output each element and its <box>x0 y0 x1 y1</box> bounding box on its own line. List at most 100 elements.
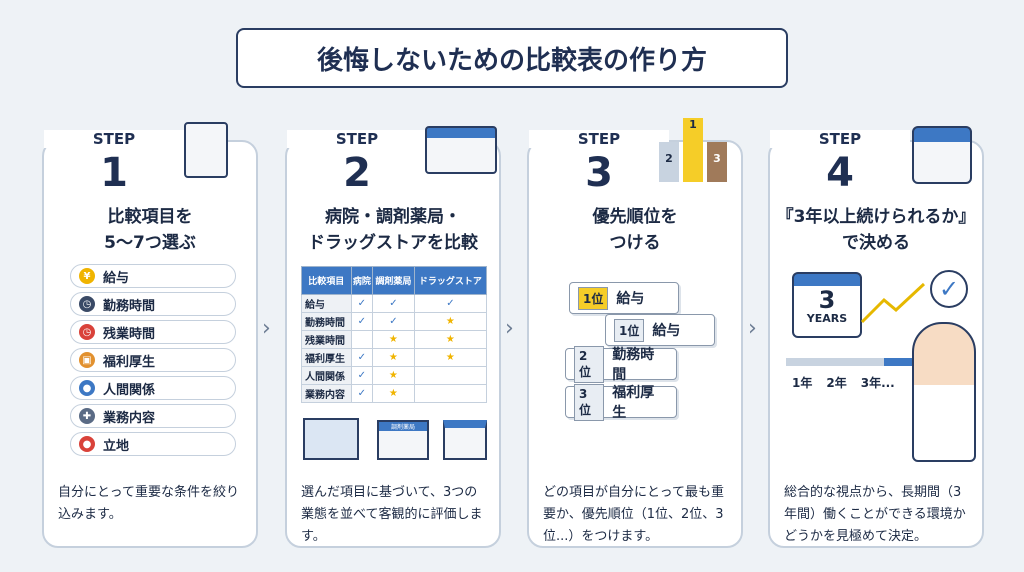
table-row: 勤務時間✓✓★ <box>301 312 488 331</box>
table-header: 病院 <box>350 266 374 295</box>
item-label: 人間関係 <box>103 382 156 398</box>
doctor-illustration <box>912 322 976 462</box>
cell: ★ <box>413 312 488 331</box>
item-label: 勤務時間 <box>103 298 156 314</box>
item-label: 立地 <box>103 438 130 454</box>
cell: ✓ <box>413 294 488 313</box>
step-number: 4 <box>826 150 854 196</box>
arrow-right-icon: › <box>505 316 514 341</box>
yen-icon: ¥ <box>79 268 95 284</box>
item-location: ● 立地 <box>70 432 236 456</box>
cell: ✓ <box>350 312 374 331</box>
growth-arrow-icon <box>860 282 926 324</box>
arrow-rank: 2 <box>659 142 679 182</box>
rank-item: 福利厚生 <box>612 385 655 421</box>
step-number: 1 <box>100 150 128 196</box>
drugstore-icon <box>443 420 487 460</box>
arrow-rank: 3 <box>707 142 727 182</box>
step-heading: 優先順位を <box>592 207 678 227</box>
step-heading: 病院・調剤薬局・ <box>325 207 461 227</box>
rank-badge: 3位 <box>574 383 605 421</box>
cell: ★ <box>372 348 415 367</box>
pharmacy-sign: 調剤薬局 <box>379 422 427 431</box>
timeline-label: 1年 <box>792 376 813 390</box>
cell: 人間関係 <box>301 366 352 385</box>
item-label: 業務内容 <box>103 410 156 426</box>
step-description: 自分にとって重要な条件を絞り込みます。 <box>58 485 239 522</box>
item-work: ✚ 業務内容 <box>70 404 236 428</box>
step-3-card: STEP 3 2 1 3 優先順位をつける 1位給与 1位給与 2位勤務時間 3… <box>527 118 743 548</box>
step-description: 選んだ項目に基づいて、3つの業態を並べて客観的に評価します。 <box>301 485 483 544</box>
table-header: 調剤薬局 <box>372 266 415 295</box>
item-label: 残業時間 <box>103 326 156 342</box>
clock-icon: ◷ <box>79 296 95 312</box>
hospital-icon <box>303 418 359 460</box>
table-row: 福利厚生✓★★ <box>301 348 488 367</box>
cell: 給与 <box>301 294 352 313</box>
calendar-number: 3 <box>818 286 836 314</box>
table-row: 残業時間★★ <box>301 330 488 349</box>
calendar-icon <box>912 126 972 184</box>
cell: ✓ <box>350 384 374 403</box>
cell: ★ <box>372 366 415 385</box>
cell: 福利厚生 <box>301 348 352 367</box>
rank-card: 1位給与 <box>605 314 715 346</box>
comparison-table: 比較項目病院調剤薬局ドラッグストア 給与✓✓✓ 勤務時間✓✓★ 残業時間★★ 福… <box>301 266 488 403</box>
step-2-card: STEP 2 病院・調剤薬局・ドラッグストアを比較 比較項目病院調剤薬局ドラッグ… <box>285 126 501 548</box>
table-header: ドラッグストア <box>413 266 488 295</box>
cell <box>413 366 488 385</box>
cell <box>350 330 374 349</box>
rank-card: 1位給与 <box>569 282 679 314</box>
cell: ✓ <box>350 366 374 385</box>
cell: 業務内容 <box>301 384 352 403</box>
rank-badge: 2位 <box>574 345 605 383</box>
table-row: 人間関係✓★ <box>301 366 488 385</box>
item-label: 給与 <box>103 270 130 286</box>
location-pin-icon: ● <box>79 436 95 452</box>
alarm-icon: ◷ <box>79 324 95 340</box>
table-row: 給与✓✓✓ <box>301 294 488 313</box>
item-overtime: ◷ 残業時間 <box>70 320 236 344</box>
step-label: STEP <box>770 130 910 148</box>
cell: ✓ <box>372 312 415 331</box>
rank-card: 2位勤務時間 <box>565 345 677 383</box>
gift-icon: ▣ <box>79 352 95 368</box>
timeline-bar <box>786 358 964 366</box>
cell <box>413 384 488 403</box>
item-salary: ¥ 給与 <box>70 264 236 288</box>
clipboard-icon <box>184 122 228 178</box>
step-heading: つける <box>609 233 661 253</box>
step-label: STEP <box>529 130 669 148</box>
priority-arrows-icon: 2 1 3 <box>659 118 727 182</box>
cell: ★ <box>372 330 415 349</box>
check-circle-icon: ✓ <box>930 270 968 308</box>
cell: ★ <box>413 348 488 367</box>
cell: 残業時間 <box>301 330 352 349</box>
years-calendar-icon: 3 YEARS <box>792 272 862 338</box>
pills-icon: ✚ <box>79 408 95 424</box>
item-benefits: ▣ 福利厚生 <box>70 348 236 372</box>
step-heading: 比較項目を <box>107 207 193 227</box>
step-label: STEP <box>44 130 184 148</box>
page-title: 後悔しないための比較表の作り方 <box>236 28 788 88</box>
spreadsheet-icon <box>425 126 497 174</box>
rank-item: 給与 <box>616 291 645 307</box>
timeline-label: 3年... <box>860 376 895 390</box>
rank-badge: 1位 <box>614 318 645 342</box>
step-label: STEP <box>287 130 427 148</box>
table-header: 比較項目 <box>301 266 352 295</box>
cell: ★ <box>372 384 415 403</box>
item-label: 福利厚生 <box>103 354 156 370</box>
step-heading: で決める <box>842 233 910 253</box>
step-heading: ドラッグストアを比較 <box>308 233 478 253</box>
rank-item: 給与 <box>652 323 681 339</box>
cell: ✓ <box>350 348 374 367</box>
arrow-right-icon: › <box>262 316 271 341</box>
calendar-label: YEARS <box>806 312 848 325</box>
cell: ✓ <box>350 294 374 313</box>
step-description: どの項目が自分にとって最も重要か、優先順位（1位、2位、3位...）をつけます。 <box>543 485 724 544</box>
table-row: 業務内容✓★ <box>301 384 488 403</box>
rank-card: 3位福利厚生 <box>565 383 677 421</box>
